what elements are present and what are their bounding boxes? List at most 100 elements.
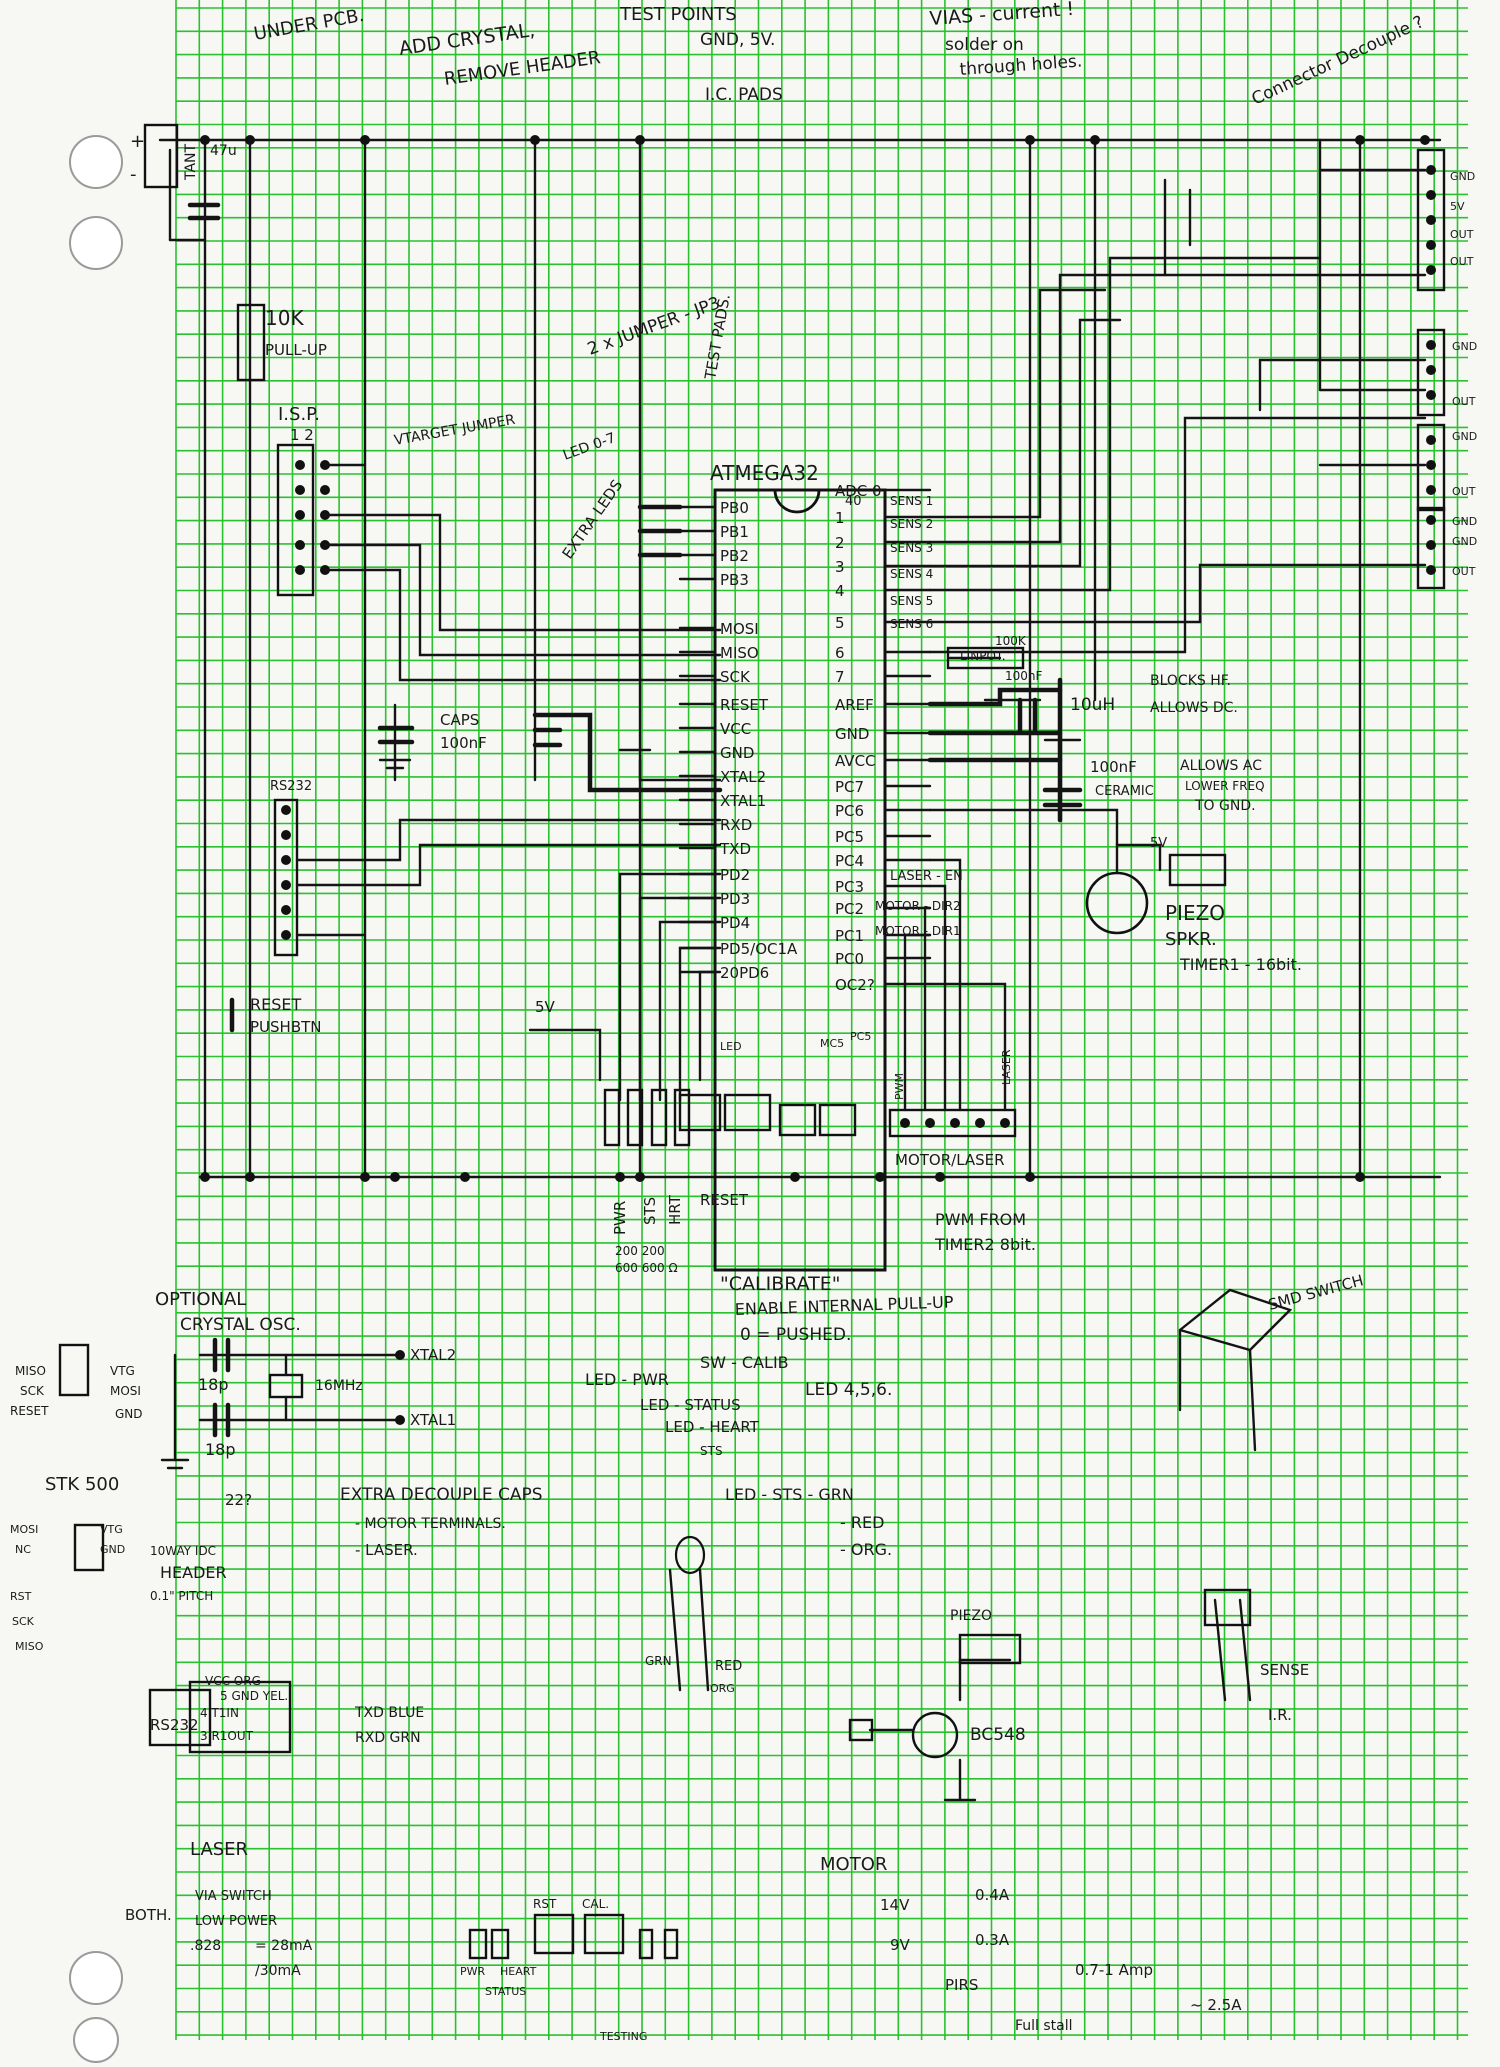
motor-dir1	[923, 906, 932, 1112]
crystal	[268, 1373, 304, 1399]
q22-label: 22?	[225, 1491, 252, 1509]
junction-dot	[1025, 135, 1035, 145]
resistor-values-2: 600 600 Ω	[615, 1261, 678, 1275]
conn-out-3: OUT	[1452, 395, 1476, 408]
sense-label: SENSE	[1260, 1661, 1309, 1679]
led-red-2: RED	[715, 1659, 742, 1674]
pullup-resistor	[236, 303, 266, 382]
junction-dot	[530, 135, 540, 145]
rst-sw	[533, 1913, 575, 1955]
xtal2-label: XTAL2	[410, 1346, 456, 1364]
junction-dot	[1426, 540, 1436, 550]
txd-wire	[295, 843, 722, 887]
resistor-values-1: 200 200	[615, 1244, 665, 1258]
bc548-transistor	[911, 1711, 959, 1759]
rs232-pinout-box	[148, 1688, 212, 1747]
junction-dot	[295, 510, 305, 520]
caps-label: CAPS	[440, 711, 479, 729]
ic-left-pin: MISO	[720, 644, 759, 662]
pot-value: 100K	[995, 634, 1027, 648]
conn-gnd-3: GND	[1452, 430, 1477, 443]
motor-dir2-label: MOTOR - DIR2	[875, 899, 961, 913]
ic-left-pin: XTAL1	[720, 792, 766, 810]
binder-holes	[69, 135, 123, 2063]
timer1-label: TIMER1 - 16bit.	[1179, 955, 1302, 974]
stk-nc: NC	[15, 1543, 31, 1556]
allows-dc: ALLOWS DC.	[1150, 700, 1238, 716]
ic-right-pin: 2	[835, 534, 845, 552]
status-label: STATUS	[485, 1985, 526, 1998]
laser-decouple: - LASER.	[355, 1541, 418, 1559]
led-resistor	[673, 1088, 691, 1147]
junction-dot	[1426, 435, 1436, 445]
led-extra	[638, 1928, 654, 1960]
junction-dot	[200, 135, 210, 145]
sens-label: SENS 1	[890, 494, 933, 508]
ceramic-label: CERAMIC	[1095, 784, 1154, 799]
isp-header	[276, 443, 315, 597]
ic-left-pin: RXD	[720, 816, 752, 834]
stk-rst: RST	[10, 1590, 32, 1603]
lower-freq: LOWER FREQ	[1185, 779, 1265, 793]
sensor-connector-1	[1416, 148, 1446, 292]
led-red: - RED	[840, 1513, 884, 1532]
xtal1-label: XTAL1	[410, 1411, 456, 1429]
laser-28ma: = 28mA	[255, 1938, 313, 1954]
sens-label: SENS 2	[890, 517, 933, 531]
junction-dot	[1420, 135, 1430, 145]
junction-dot	[790, 1172, 800, 1182]
ic-left-pin: PD4	[720, 914, 750, 932]
gnd-trace	[638, 758, 722, 782]
laser-low-power: LOW POWER	[195, 1914, 277, 1929]
junction-dot	[1426, 240, 1436, 250]
ic-title: ATMEGA32	[710, 461, 819, 485]
junction-dot	[975, 1118, 985, 1128]
timer2-label: TIMER2 8bit.	[934, 1235, 1036, 1254]
junction-dot	[1000, 1118, 1010, 1128]
optional-label: OPTIONAL	[155, 1289, 246, 1310]
conn-out-1: OUT	[1450, 228, 1474, 241]
junction-dot	[360, 135, 370, 145]
ic-left-pin: PD2	[720, 866, 750, 884]
junction-dot	[1426, 390, 1436, 400]
ic-right-pin: PC0	[835, 950, 864, 968]
pwr-label-b: PWR	[460, 1965, 486, 1978]
pd4-led	[658, 920, 722, 1102]
laser-en-label: LASER - EN	[890, 869, 963, 884]
laser-pin-label: LASER	[1000, 1049, 1013, 1085]
conn-out-4: OUT	[1452, 485, 1476, 498]
junction-dot	[1025, 1172, 1035, 1182]
tant-label: TANT	[183, 143, 199, 181]
led-sym	[778, 1103, 817, 1137]
note-ic-pads: I.C. PADS	[705, 85, 783, 105]
pushed-label: 0 = PUSHED.	[740, 1325, 851, 1345]
motor-14v: 14V	[880, 1896, 910, 1914]
note-solder-on: solder on	[945, 35, 1024, 55]
conn-gnd-1: GND	[1450, 170, 1475, 183]
note-through-holes: through holes.	[959, 51, 1083, 80]
led-extra	[663, 1928, 679, 1960]
junction-dot	[281, 805, 291, 815]
junction-dot	[900, 1118, 910, 1128]
motor-dir2	[928, 884, 947, 1112]
junction-dot	[1426, 565, 1436, 575]
pot-label: LINPOT.	[960, 649, 1006, 663]
led-456: LED 4,5,6.	[805, 1380, 892, 1400]
junction-dot	[1426, 215, 1436, 225]
rs232-r1out: 3 R1OUT	[200, 1729, 254, 1743]
piezo-drive	[928, 808, 1119, 847]
junction-dot	[615, 1172, 625, 1182]
motor-03a: 0.3A	[975, 1931, 1010, 1949]
piezo-speaker	[1085, 871, 1149, 935]
motor-25a: ~ 2.5A	[1190, 1996, 1242, 2014]
ic-right-pin: 7	[835, 668, 845, 686]
sens6	[928, 416, 1427, 654]
sts-label: STS	[700, 1444, 723, 1458]
ic-right-pin: PC4	[835, 852, 864, 870]
extra-decouple: EXTRA DECOUPLE CAPS	[340, 1485, 543, 1505]
rs232-header	[273, 798, 299, 957]
aref-trace	[927, 687, 1063, 707]
isp-sck	[323, 568, 722, 682]
sens-label: SENS 4	[890, 567, 933, 581]
ic-right-pin: 6	[835, 644, 845, 662]
